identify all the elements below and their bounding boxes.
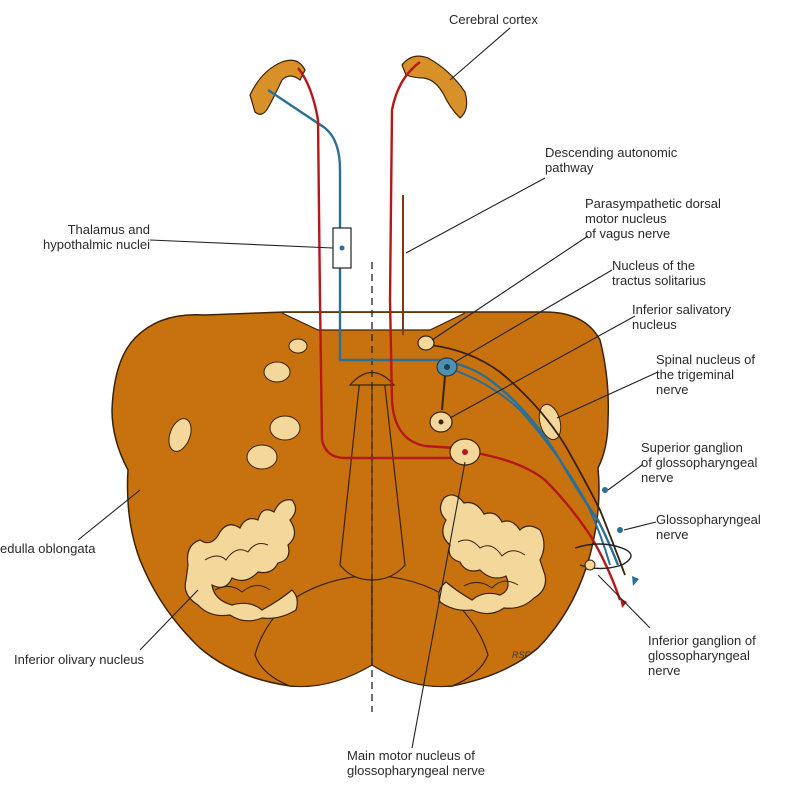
superior-ganglion-2 — [617, 527, 623, 533]
nucleus-left-lateral — [168, 418, 192, 452]
thalamus-dot — [339, 245, 345, 251]
right-pyramid — [371, 574, 489, 688]
sensory-pathway — [267, 89, 620, 566]
label-tractus-solitarius: Nucleus of the tractus solitarius — [612, 258, 706, 288]
nucleus-small-2 — [263, 361, 291, 383]
parasympathetic-tract — [429, 344, 626, 576]
label-descending-autonomic: Descending autonomic pathway — [545, 145, 678, 175]
leader-thalamus — [149, 239, 334, 249]
median-column-cap — [348, 371, 396, 386]
nucleus-small-3 — [269, 415, 301, 441]
leader-inferior-salivatory — [449, 315, 636, 419]
right-cortex-fragment — [401, 55, 468, 119]
label-medulla-oblongata: edulla oblongata — [0, 541, 96, 556]
label-inferior-salivatory: Inferior salivatory nucleus — [632, 302, 731, 332]
left-olivary-folds — [204, 543, 271, 593]
dorsal-motor-vagus-nucleus — [417, 335, 435, 351]
nucleus-small-4 — [246, 444, 278, 470]
fourth-ventricle-floor — [281, 312, 466, 331]
label-inferior-ganglion: Inferior ganglion of glossopharyngeal ne… — [648, 633, 756, 678]
right-inferior-olivary-nucleus — [438, 494, 547, 615]
label-thalamus: Thalamus and hypothalmic nuclei — [43, 222, 150, 252]
salivatory-connection — [441, 375, 446, 411]
motor-pathway-left — [297, 67, 455, 460]
leader-glossopharyngeal — [623, 521, 657, 531]
leader-superior-ganglion — [607, 464, 643, 491]
leader-inferior-olivary — [139, 589, 199, 651]
leader-spinal-trigeminal — [556, 371, 659, 419]
label-superior-ganglion: Superior ganglion of glossopharyngeal ne… — [641, 440, 758, 485]
leader-cerebral-cortex — [449, 27, 511, 81]
label-main-motor-nucleus: Main motor nucleus of glossopharyngeal n… — [347, 748, 486, 778]
motor-efferent — [469, 450, 622, 601]
label-glossopharyngeal-nerve: Glossopharyngeal nerve — [656, 512, 761, 542]
nerve-arrow-red — [620, 598, 627, 608]
artist-credit: RSF — [512, 650, 530, 660]
nucleus-small-1 — [288, 338, 308, 354]
glossopharyngeal-nerve-loop — [574, 543, 632, 570]
label-cerebral-cortex: Cerebral cortex — [449, 12, 538, 27]
label-inferior-olivary: Inferior olivary nucleus — [14, 652, 145, 667]
sensory-pathway-inner — [447, 367, 611, 566]
leader-main-motor — [411, 461, 466, 749]
label-parasympathetic-dorsal: Parasympathetic dorsal motor nucleus of … — [585, 196, 721, 241]
superior-ganglion — [602, 487, 608, 493]
label-spinal-trigeminal: Spinal nucleus of the trigeminal nerve — [656, 352, 756, 397]
leader-tractus-solitarius — [454, 269, 613, 363]
left-inferior-olivary-nucleus — [184, 499, 298, 622]
leader-lines — [77, 27, 659, 749]
left-cortex-fragment — [249, 59, 306, 115]
leader-descending-autonomic — [405, 177, 546, 254]
inferior-ganglion — [584, 559, 596, 571]
left-pyramid — [254, 574, 373, 688]
leader-inferior-ganglion — [597, 574, 651, 629]
leader-medulla — [77, 489, 141, 541]
leader-parasympathetic — [431, 235, 589, 341]
right-olivary-folds — [457, 539, 526, 589]
nerve-arrow-blue — [632, 576, 639, 586]
motor-pathway-right — [388, 61, 456, 450]
